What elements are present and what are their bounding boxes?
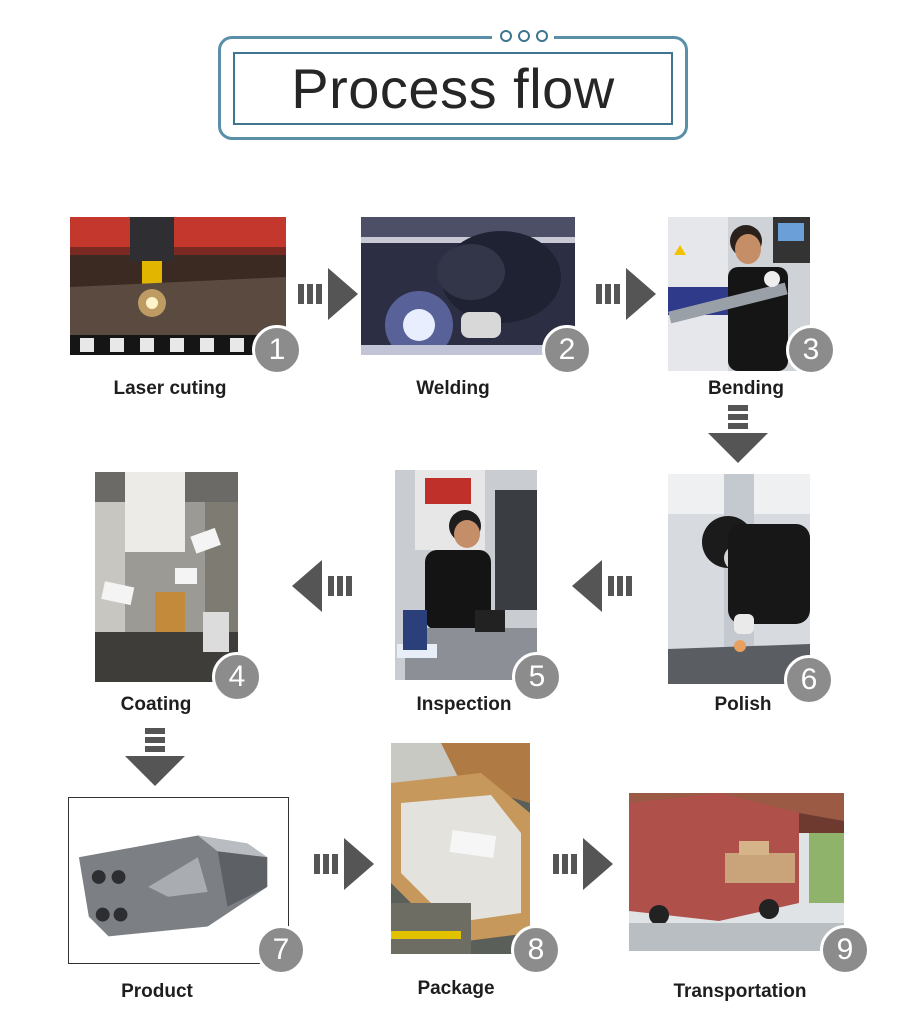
- title-inner-frame: [233, 52, 673, 125]
- coating-photo: [95, 472, 238, 682]
- step-label-package: Package: [417, 978, 495, 999]
- title-ornament-circles: [500, 28, 548, 44]
- step-label-bending: Bending: [708, 378, 784, 399]
- step-number-badge: 7: [256, 925, 306, 975]
- step-label-inspection: Inspection: [416, 694, 512, 715]
- transportation-photo: [629, 793, 844, 951]
- step-label-polish: Polish: [714, 694, 772, 715]
- step-label-transportation: Transportation: [673, 981, 807, 1002]
- step-number-badge: 2: [542, 325, 592, 375]
- inspection-photo: [395, 470, 537, 680]
- right-arrow-icon: [314, 838, 374, 890]
- right-arrow-icon: [596, 268, 656, 320]
- welding-photo: [361, 217, 575, 355]
- down-arrow-icon: [125, 728, 185, 786]
- left-arrow-icon: [572, 560, 632, 612]
- laser-cutting-photo: [70, 217, 286, 355]
- step-number-badge: 6: [784, 655, 834, 705]
- step-number-badge: 9: [820, 925, 870, 975]
- step-number-badge: 8: [511, 925, 561, 975]
- bending-photo: [668, 217, 810, 371]
- step-number-badge: 1: [252, 325, 302, 375]
- step-label-welding: Welding: [416, 378, 490, 399]
- left-arrow-icon: [292, 560, 352, 612]
- step-number-badge: 3: [786, 325, 836, 375]
- product-photo: [68, 797, 289, 964]
- step-label-product: Product: [121, 981, 193, 1002]
- step-label-coating: Coating: [120, 694, 192, 715]
- step-number-badge: 5: [512, 652, 562, 702]
- down-arrow-icon: [708, 405, 768, 463]
- title-outer-frame: [218, 36, 688, 140]
- right-arrow-icon: [298, 268, 358, 320]
- package-photo: [391, 743, 530, 954]
- polish-photo: [668, 474, 810, 684]
- step-number-badge: 4: [212, 652, 262, 702]
- right-arrow-icon: [553, 838, 613, 890]
- step-label-laser-cutting: Laser cuting: [113, 378, 227, 399]
- page-title: Process flow: [291, 57, 615, 120]
